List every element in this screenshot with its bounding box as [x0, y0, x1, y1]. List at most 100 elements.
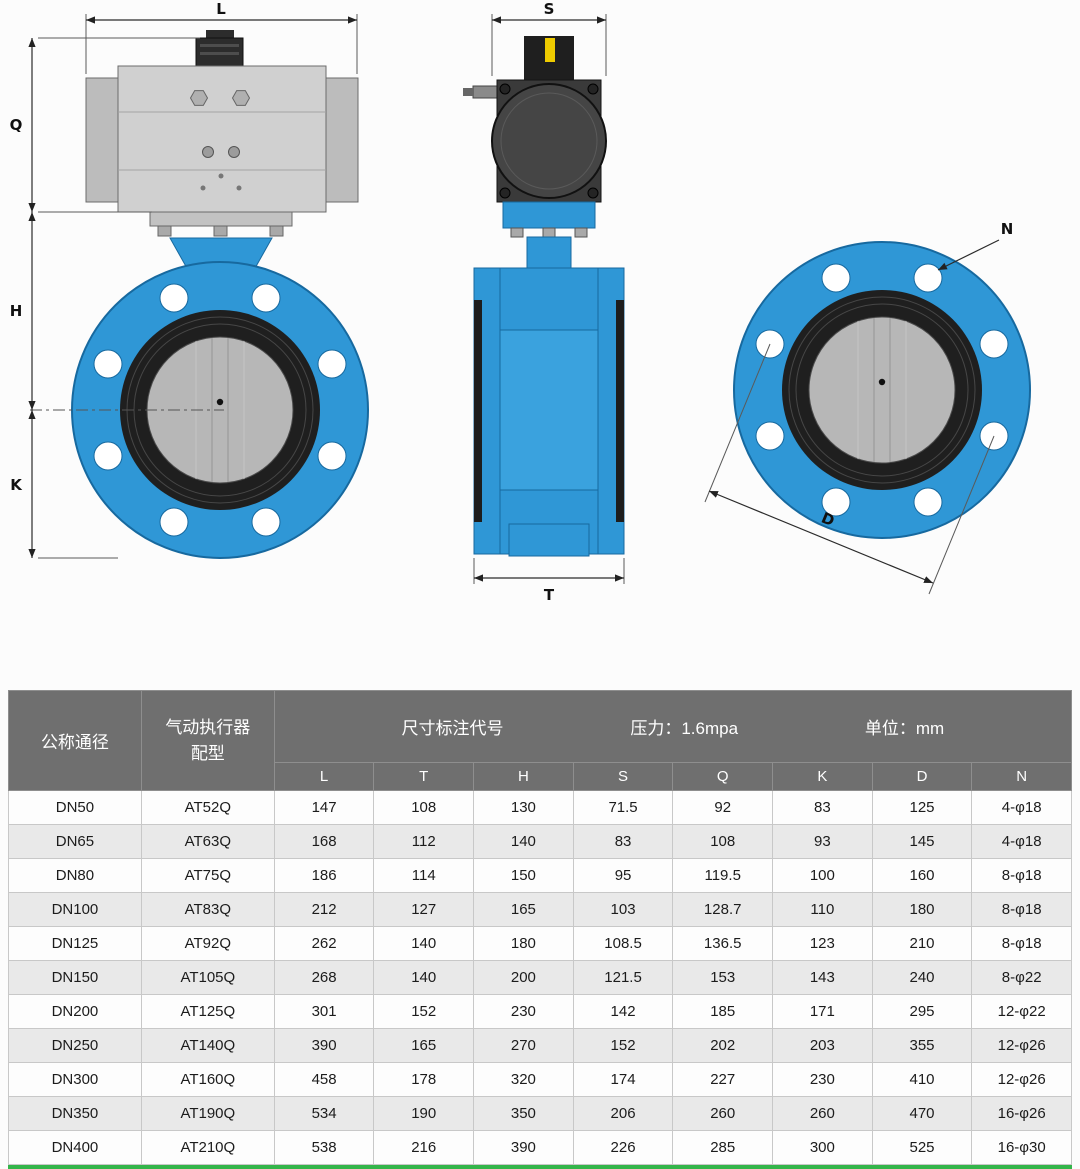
cell-dn: DN125: [8, 926, 142, 961]
cell-value: 127: [373, 892, 475, 927]
cell-value: 227: [672, 1062, 774, 1097]
dim-col-d: D: [871, 762, 973, 791]
cell-dn: DN350: [8, 1096, 142, 1131]
cell-value: 112: [373, 824, 475, 859]
pneumatic-actuator: [85, 65, 359, 213]
header-row-top: 公称通径 气动执行器 配型 尺寸标注代号 压力：1.6mpa 单位：mm: [8, 690, 1073, 791]
cell-value: 226: [572, 1130, 674, 1165]
cell-value: 390: [473, 1130, 574, 1165]
cell-value: 171: [772, 994, 873, 1029]
cell-value: 230: [473, 994, 574, 1029]
cell-value: 165: [373, 1028, 475, 1063]
dim-col-q: Q: [672, 762, 774, 791]
header-nominal-diameter: 公称通径: [8, 690, 142, 791]
cell-value: 71.5: [572, 790, 674, 825]
dim-col-s: S: [572, 762, 674, 791]
cell-value: 12-φ26: [971, 1062, 1072, 1097]
cell-value: 295: [871, 994, 973, 1029]
dim-label-h: H: [10, 302, 23, 320]
cell-value: 180: [473, 926, 574, 961]
cell-value: 470: [871, 1096, 973, 1131]
cell-value: 260: [772, 1096, 873, 1131]
cell-value: 136.5: [672, 926, 774, 961]
dim-label-t: T: [544, 586, 555, 604]
cell-value: 216: [373, 1130, 475, 1165]
pressure-label: 压力：1.6mpa: [630, 719, 739, 738]
cell-value: 128.7: [672, 892, 774, 927]
cell-value: 100: [772, 858, 873, 893]
cell-value: 140: [373, 960, 475, 995]
cell-value: 174: [572, 1062, 674, 1097]
cell-value: 4-φ18: [971, 824, 1072, 859]
cell-value: 150: [473, 858, 574, 893]
cell-value: 130: [473, 790, 574, 825]
cell-value: 8-φ18: [971, 926, 1072, 961]
cell-value: 301: [273, 994, 375, 1029]
valve-disc-face: [808, 316, 956, 464]
cell-value: 140: [373, 926, 475, 961]
dim-label-q: Q: [10, 116, 23, 134]
dim-col-h: H: [473, 762, 574, 791]
spec-table: 公称通径 气动执行器 配型 尺寸标注代号 压力：1.6mpa 单位：mm L T…: [8, 690, 1073, 1165]
cell-value: 268: [273, 960, 375, 995]
cell-dn: DN200: [8, 994, 142, 1029]
cell-dn: DN300: [8, 1062, 142, 1097]
cell-value: 285: [672, 1130, 774, 1165]
cell-value: 119.5: [672, 858, 774, 893]
cell-actuator: AT75Q: [140, 858, 275, 893]
cell-value: 110: [772, 892, 873, 927]
cell-value: 262: [273, 926, 375, 961]
left-dimension-chain: Q H K: [10, 37, 200, 559]
cell-value: 203: [772, 1028, 873, 1063]
cell-value: 16-φ26: [971, 1096, 1072, 1131]
cell-value: 152: [572, 1028, 674, 1063]
bolt-holes-front: [93, 283, 347, 537]
cell-value: 240: [871, 960, 973, 995]
cell-dn: DN150: [8, 960, 142, 995]
valve-flange-front: [30, 261, 369, 559]
dim-label-s: S: [544, 0, 555, 18]
front-view: L: [10, 0, 369, 559]
cell-actuator: AT210Q: [140, 1130, 275, 1165]
header-actuator-line2: 配型: [190, 743, 225, 763]
cell-value: 123: [772, 926, 873, 961]
valve-technical-drawing: L: [9, 0, 1031, 604]
cell-actuator: AT125Q: [140, 994, 275, 1029]
cell-value: 108: [672, 824, 774, 859]
cell-actuator: AT190Q: [140, 1096, 275, 1131]
cell-value: 190: [373, 1096, 475, 1131]
cell-value: 230: [772, 1062, 873, 1097]
cell-actuator: AT63Q: [140, 824, 275, 859]
cell-value: 12-φ26: [971, 1028, 1072, 1063]
cell-value: 83: [772, 790, 873, 825]
cell-value: 114: [373, 858, 475, 893]
cell-value: 538: [273, 1130, 375, 1165]
cell-actuator: AT92Q: [140, 926, 275, 961]
header-dimension-group: 尺寸标注代号 压力：1.6mpa 单位：mm: [273, 690, 1073, 763]
cell-dn: DN65: [8, 824, 142, 859]
cell-value: 206: [572, 1096, 674, 1131]
cell-value: 350: [473, 1096, 574, 1131]
unit-label: 单位：mm: [864, 719, 945, 738]
cell-value: 152: [373, 994, 475, 1029]
cell-value: 186: [273, 858, 375, 893]
solenoid-valve: [195, 30, 244, 67]
dim-col-k: K: [772, 762, 873, 791]
mounting-bracket: [149, 211, 293, 271]
cell-value: 153: [672, 960, 774, 995]
cell-value: 16-φ30: [971, 1130, 1072, 1165]
header-actuator-model: 气动执行器 配型: [140, 690, 275, 791]
cell-value: 12-φ22: [971, 994, 1072, 1029]
cell-value: 355: [871, 1028, 973, 1063]
cell-value: 8-φ18: [971, 858, 1072, 893]
cell-value: 212: [273, 892, 375, 927]
cell-dn: DN400: [8, 1130, 142, 1165]
